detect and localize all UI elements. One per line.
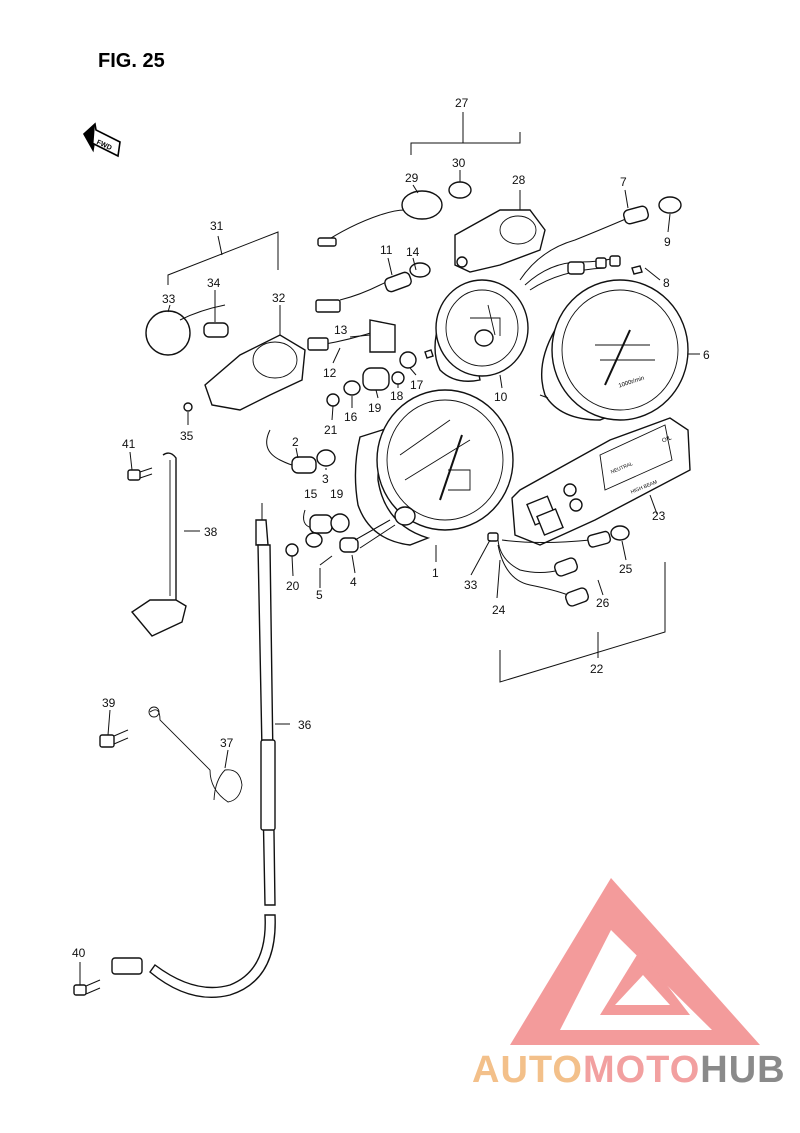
callout-9: 9 bbox=[664, 235, 671, 249]
fwd-arrow-icon: FWD bbox=[82, 122, 121, 158]
gauge-10 bbox=[434, 279, 529, 382]
bolt-40 bbox=[73, 979, 101, 996]
callout-14: 14 bbox=[406, 245, 420, 259]
callout-1: 1 bbox=[432, 566, 439, 580]
cable-36 bbox=[111, 503, 276, 998]
oil-label: OIL bbox=[661, 435, 673, 444]
callout-16: 16 bbox=[344, 410, 358, 424]
callout-33b: 33 bbox=[464, 578, 478, 592]
callout-23: 23 bbox=[652, 509, 666, 523]
tachometer: 1000r/min bbox=[539, 279, 689, 421]
callout-19b: 19 bbox=[330, 487, 344, 501]
callout-28: 28 bbox=[512, 173, 526, 187]
callout-31: 31 bbox=[210, 219, 224, 233]
speedometer bbox=[354, 389, 514, 549]
callout-38: 38 bbox=[204, 525, 218, 539]
callout-17: 17 bbox=[410, 378, 424, 392]
socket-29 bbox=[317, 181, 472, 247]
bracket-38 bbox=[130, 452, 187, 637]
figure-title: FIG. 25 bbox=[98, 50, 165, 72]
callout-3: 3 bbox=[322, 472, 329, 486]
callout-41: 41 bbox=[122, 437, 136, 451]
callout-34: 34 bbox=[207, 276, 221, 290]
bolt-41 bbox=[127, 467, 153, 481]
callout-27: 27 bbox=[455, 96, 469, 110]
callout-15: 15 bbox=[304, 487, 318, 501]
callout-29: 29 bbox=[405, 171, 419, 185]
callout-10: 10 bbox=[494, 390, 508, 404]
watermark-hub: HUB bbox=[700, 1049, 785, 1091]
callout-20: 20 bbox=[286, 579, 300, 593]
watermark-wordmark: AUTOMOTOHUB bbox=[472, 1049, 786, 1091]
sockets-11-14 bbox=[307, 262, 431, 353]
tacho-wiring bbox=[519, 196, 682, 291]
callout-32: 32 bbox=[272, 291, 286, 305]
callout-26: 26 bbox=[596, 596, 610, 610]
callout-30: 30 bbox=[452, 156, 466, 170]
callout-24: 24 bbox=[492, 603, 506, 617]
bracket-22 bbox=[499, 562, 666, 683]
socket-28 bbox=[454, 209, 546, 273]
callout-25: 25 bbox=[619, 562, 633, 576]
callout-5: 5 bbox=[316, 588, 323, 602]
bracket-27 bbox=[410, 112, 521, 155]
bracket-31 bbox=[167, 231, 279, 285]
callout-12: 12 bbox=[323, 366, 337, 380]
leader-lines bbox=[79, 170, 700, 985]
bolt-39 bbox=[99, 729, 129, 748]
wiring-22 bbox=[487, 525, 630, 607]
callout-39: 39 bbox=[102, 696, 116, 710]
callout-21: 21 bbox=[324, 423, 338, 437]
callout-35: 35 bbox=[180, 429, 194, 443]
svg-text:AUTOMOTOHUB: AUTOMOTOHUB bbox=[472, 1049, 786, 1091]
callout-11: 11 bbox=[380, 243, 393, 257]
callout-36: 36 bbox=[298, 718, 312, 732]
callout-6: 6 bbox=[703, 348, 710, 362]
callout-37: 37 bbox=[220, 736, 234, 750]
clamp-37 bbox=[148, 706, 243, 803]
watermark-auto: AUTO bbox=[472, 1049, 583, 1091]
callout-18: 18 bbox=[390, 389, 404, 403]
callout-22: 22 bbox=[590, 662, 604, 676]
callout-8: 8 bbox=[663, 276, 670, 290]
watermark-logo-icon bbox=[510, 878, 760, 1045]
callout-4: 4 bbox=[350, 575, 357, 589]
callout-40: 40 bbox=[72, 946, 86, 960]
callout-7: 7 bbox=[620, 175, 627, 189]
socket-group-31 bbox=[145, 304, 306, 412]
callout-19a: 19 bbox=[368, 401, 382, 415]
indicator-housing: NEUTRAL HIGH BEAM OIL bbox=[511, 417, 691, 546]
callout-numbers: 1 2 3 4 5 6 7 8 9 10 11 12 13 14 15 16 1… bbox=[72, 96, 710, 960]
watermark-moto: MOTO bbox=[583, 1049, 700, 1091]
callout-33a: 33 bbox=[162, 292, 176, 306]
callout-2: 2 bbox=[292, 435, 299, 449]
callout-13: 13 bbox=[334, 323, 348, 337]
